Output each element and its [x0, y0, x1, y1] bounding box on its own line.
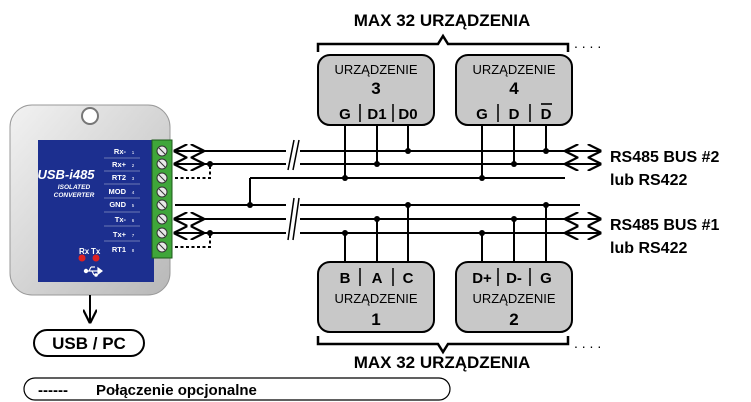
- device-4-pin-g: G: [476, 106, 488, 123]
- device-3: URZĄDZENIE 3 G D1 D0: [317, 54, 435, 126]
- svg-text:RT1: RT1: [112, 245, 126, 254]
- device-2-pin-dplus: D+: [472, 270, 492, 287]
- device-3-pin-d1: D1: [367, 106, 386, 123]
- top-group-brace: [316, 33, 570, 52]
- usb-symbol-icon: [83, 266, 103, 277]
- break-marks: [286, 139, 300, 241]
- device-3-name: URZĄDZENIE: [334, 62, 417, 77]
- svg-text:RT2: RT2: [112, 173, 126, 182]
- legend: ------ Połączenie opcjonalne: [23, 377, 451, 401]
- terminal-block: [151, 139, 173, 259]
- device-4-number: 4: [509, 79, 519, 98]
- device-1-pin-b: B: [340, 270, 351, 287]
- device-2: D+ D- G URZĄDZENIE 2: [455, 261, 573, 333]
- svg-text:Tx+: Tx+: [113, 230, 127, 239]
- device-4-pin-d: D: [509, 106, 520, 123]
- svg-text:Rx-: Rx-: [114, 147, 127, 156]
- led-tx-label: Tx: [91, 247, 101, 256]
- legend-text: Połączenie opcjonalne: [96, 382, 257, 399]
- device-1-pin-a: A: [372, 270, 383, 287]
- led-rx: [78, 254, 86, 262]
- legend-dashes: ------: [38, 382, 68, 399]
- top-group-title: MAX 32 URZĄDZENIA: [354, 11, 531, 30]
- bus1-label: RS485 BUS #1: [610, 217, 719, 234]
- svg-text:1: 1: [132, 150, 135, 155]
- svg-text:8: 8: [132, 248, 135, 253]
- device-2-number: 2: [509, 310, 518, 329]
- device-3-number: 3: [371, 79, 380, 98]
- svg-text:4: 4: [132, 190, 135, 195]
- bottom-group-title: MAX 32 URZĄDZENIA: [354, 353, 531, 372]
- svg-text:2: 2: [132, 163, 135, 168]
- usb-converter: USB-i485 ISOLATED CONVERTER Rx Tx Rx- 1 …: [9, 104, 171, 296]
- device-1-number: 1: [371, 310, 380, 329]
- converter-sub2: CONVERTER: [54, 192, 95, 199]
- svg-text:5: 5: [132, 203, 135, 208]
- device-drops-bottom: [344, 205, 547, 263]
- device-4-pin-d-inv: D: [541, 106, 552, 123]
- svg-text:MOD: MOD: [109, 187, 127, 196]
- top-group-ellipsis: . . . .: [574, 35, 601, 51]
- usb-pc-label: USB / PC: [52, 334, 126, 353]
- device-drops-top: [344, 120, 547, 178]
- bus1-alt-label: lub RS422: [610, 240, 687, 257]
- usb-connection: USB / PC: [33, 295, 145, 357]
- led-rx-label: Rx: [79, 247, 90, 256]
- device-1-name: URZĄDZENIE: [334, 291, 417, 306]
- bus2-alt-label: lub RS422: [610, 172, 687, 189]
- bus2-label: RS485 BUS #2: [610, 149, 719, 166]
- device-3-pin-d0: D0: [398, 106, 417, 123]
- device-2-pin-dminus: D-: [506, 270, 522, 287]
- device-2-name: URZĄDZENIE: [472, 291, 555, 306]
- svg-text:GND: GND: [109, 200, 126, 209]
- terminal-labels: Rx- 1 Rx+ 2 RT2 3 MOD 4 GND 5 Tx- 6 Tx+ …: [109, 147, 135, 254]
- optional-connections: [175, 164, 211, 248]
- bottom-group-brace: [316, 336, 570, 355]
- converter-brand: USB-i485: [37, 167, 95, 182]
- device-4-name: URZĄDZENIE: [472, 62, 555, 77]
- device-1: B A C URZĄDZENIE 1: [317, 261, 435, 333]
- device-4: URZĄDZENIE 4 G D D: [455, 54, 573, 126]
- device-2-pin-g: G: [540, 270, 552, 287]
- bus-wires: [175, 151, 600, 233]
- device-3-pin-g: G: [339, 106, 351, 123]
- svg-text:3: 3: [132, 176, 135, 181]
- svg-text:7: 7: [132, 233, 135, 238]
- svg-text:6: 6: [132, 218, 135, 223]
- led-tx: [92, 254, 100, 262]
- converter-sub1: ISOLATED: [58, 184, 91, 191]
- svg-text:Rx+: Rx+: [112, 160, 127, 169]
- device-1-pin-c: C: [403, 270, 414, 287]
- mounting-hole: [81, 107, 99, 125]
- svg-text:Tx-: Tx-: [115, 215, 127, 224]
- usb-pc-badge: [33, 329, 145, 357]
- bottom-group-ellipsis: . . . .: [574, 335, 601, 351]
